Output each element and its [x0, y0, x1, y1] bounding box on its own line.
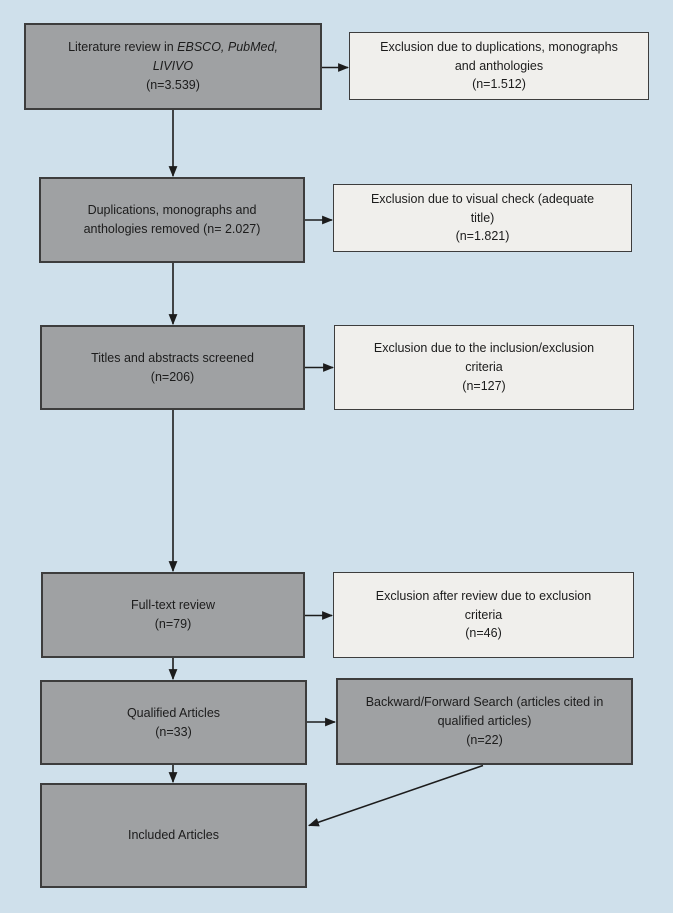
- node-exclusion-duplications: Exclusion due to duplications, monograph…: [349, 32, 649, 100]
- node-text-line: Full-text review: [130, 598, 216, 613]
- node-text-line: and anthologies: [454, 58, 544, 73]
- node-count: (n=22): [466, 732, 503, 747]
- node-text-line: anthologies removed (n= 2.027): [83, 222, 261, 236]
- node-text-line: criteria: [464, 607, 503, 622]
- node-full-text-review: Full-text review (n=79): [41, 572, 305, 658]
- node-exclusion-visual-check: Exclusion due to visual check (adequate …: [333, 184, 632, 252]
- node-text-line: Titles and abstracts screened: [91, 350, 254, 365]
- node-text-line: Exclusion due to duplications, monograph…: [380, 39, 618, 54]
- node-text-line: Backward/Forward Search (articles cited …: [365, 695, 604, 710]
- node-text: Literature review in: [68, 40, 174, 55]
- node-text-line: title): [470, 210, 495, 225]
- node-exclusion-after-review: Exclusion after review due to exclusion …: [333, 572, 634, 658]
- node-text-line: Exclusion due to visual check (adequate: [370, 191, 595, 206]
- node-text-italic: LIVIVO: [152, 59, 194, 74]
- node-count: (n=1.512): [472, 77, 526, 92]
- node-text-line: Duplications, monographs and: [87, 203, 257, 218]
- node-qualified-articles: Qualified Articles (n=33): [40, 680, 307, 765]
- node-backward-forward-search: Backward/Forward Search (articles cited …: [336, 678, 633, 765]
- node-text-line: criteria: [465, 360, 503, 375]
- node-count: (n=127): [462, 378, 506, 393]
- node-count: (n=206): [150, 369, 195, 384]
- node-text-line: LIVIVO: [153, 57, 193, 76]
- node-text-italic: EBSCO, PubMed,: [177, 40, 278, 55]
- node-text-line: qualified articles): [437, 714, 532, 729]
- node-text-line: Included Articles: [127, 828, 220, 843]
- node-literature-review: Literature review in EBSCO, PubMed, LIVI…: [24, 23, 322, 110]
- node-exclusion-inclusion-criteria: Exclusion due to the inclusion/exclusion…: [334, 325, 634, 410]
- node-count: (n=46): [465, 626, 502, 641]
- node-text-line: Exclusion due to the inclusion/exclusion: [373, 341, 595, 356]
- arrow-backward-forward-to-included: [307, 764, 484, 827]
- node-text-line: Literature review in EBSCO, PubMed,: [68, 38, 278, 57]
- node-duplications-removed: Duplications, monographs and anthologies…: [39, 177, 305, 263]
- node-count: (n=1.821): [455, 229, 510, 244]
- node-count: (n=33): [155, 724, 192, 739]
- node-count: (n=79): [154, 617, 192, 631]
- node-text-line: Exclusion after review due to exclusion: [375, 588, 592, 603]
- node-titles-abstracts-screened: Titles and abstracts screened (n=206): [40, 325, 305, 410]
- node-count: (n=3.539): [146, 77, 200, 92]
- node-text-line: Qualified Articles: [126, 705, 221, 720]
- node-included-articles: Included Articles: [40, 783, 307, 888]
